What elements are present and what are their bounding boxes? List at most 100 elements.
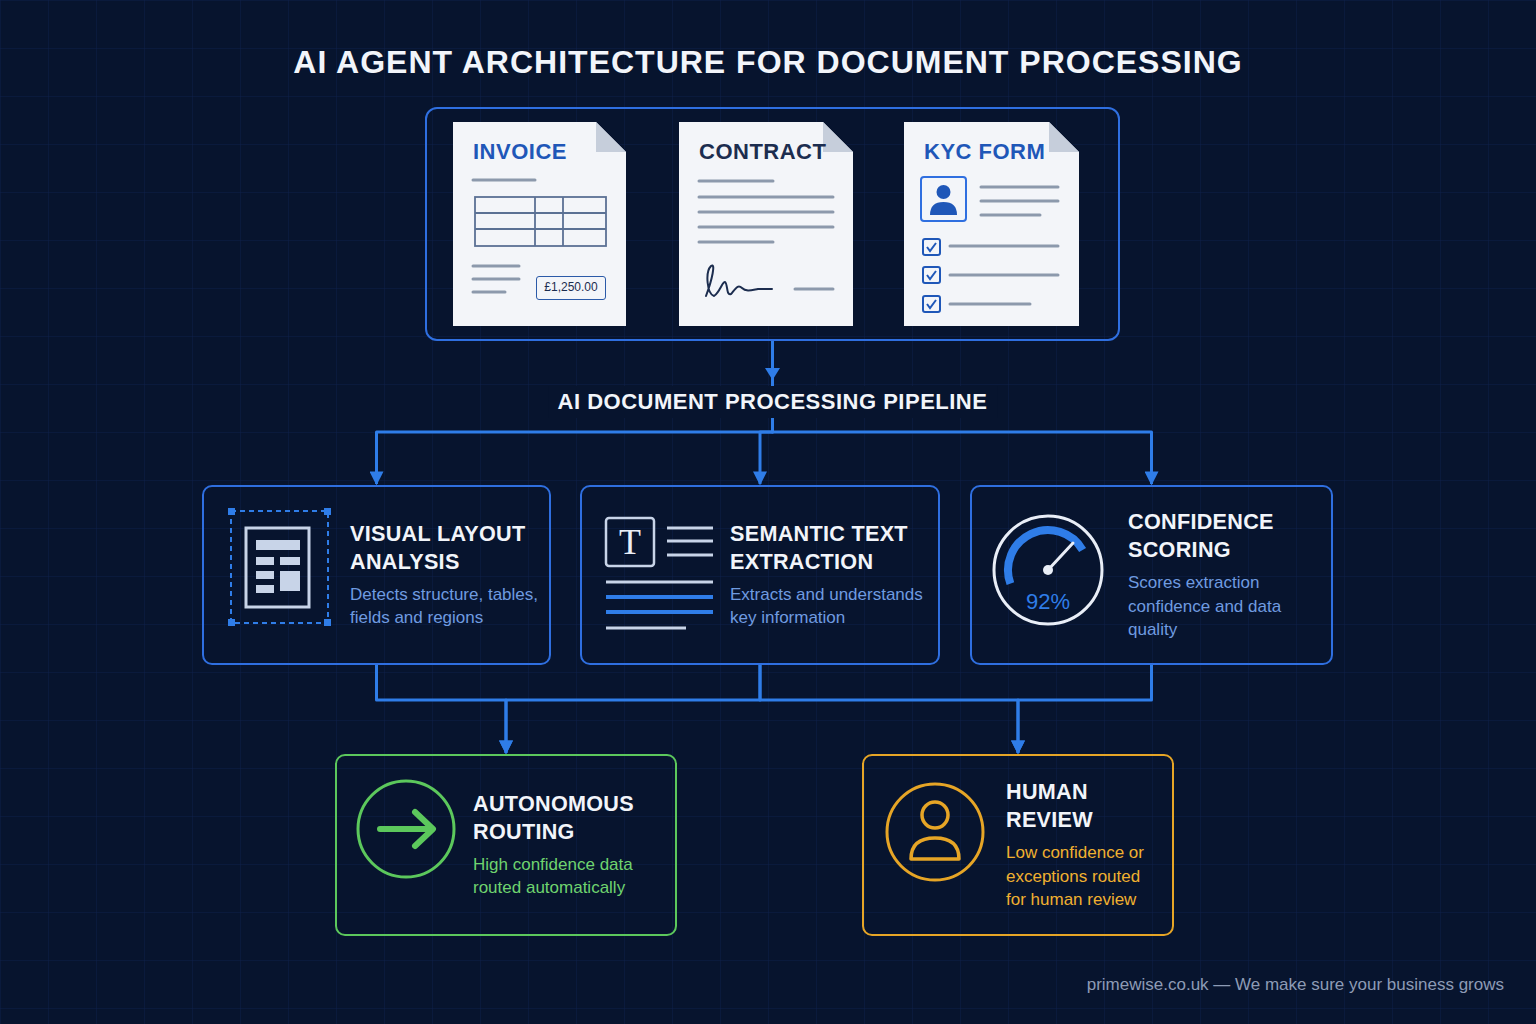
- kyc-sheet-part-part: [923, 267, 940, 283]
- box-description: High confidence data routed automaticall…: [473, 853, 665, 900]
- kyc-sheet-part-part: [981, 214, 1040, 217]
- layout-icon-part-part: [256, 585, 274, 593]
- document-title: INVOICE: [473, 139, 606, 165]
- kyc-sheet-part-part: [950, 274, 1058, 277]
- invoice-sheet-part: [596, 122, 626, 152]
- layout-icon-part: [324, 508, 331, 515]
- layout-icon: [228, 508, 331, 626]
- invoice-sheet-part-part: [473, 265, 519, 268]
- process-box: VISUAL LAYOUT ANALYSISDetects structure,…: [202, 485, 551, 665]
- invoice-sheet-part-part: [473, 278, 519, 281]
- gauge-value: 92%: [1026, 588, 1070, 616]
- flow-connector: [506, 665, 760, 753]
- text-icon-part-part: [606, 581, 713, 584]
- kyc-document: KYC FORM: [904, 122, 1079, 326]
- contract-sheet-part-part: [699, 180, 773, 183]
- box-description: Low confidence or exceptions routed for …: [1006, 841, 1162, 911]
- box-heading: CONFIDENCE SCORING: [1128, 508, 1321, 563]
- diagram-title: AI AGENT ARCHITECTURE FOR DOCUMENT PROCE…: [0, 44, 1536, 81]
- kyc-sheet-part: [937, 185, 951, 199]
- layout-icon-part-part: [256, 571, 274, 579]
- outcome-box: AUTONOMOUS ROUTING High confidence data r…: [335, 754, 677, 936]
- layout-icon-part: [231, 511, 328, 623]
- box-heading: VISUAL LAYOUT ANALYSIS: [350, 520, 539, 575]
- gauge-icon-part: [1048, 543, 1073, 570]
- outcome-box: HUMAN REVIEWLow confidence or exceptions…: [862, 754, 1174, 936]
- layout-icon-part: [228, 508, 235, 515]
- text-icon-part-part: [606, 627, 686, 630]
- layout-icon-part: [246, 528, 309, 607]
- text-icon-part-part: [667, 554, 713, 557]
- kyc-sheet-part-part: [950, 245, 1058, 248]
- kyc-sheet-part: [921, 177, 966, 221]
- document-group: INVOICE£1,250.00CONTRACTKYC FORM: [425, 107, 1120, 341]
- invoice-sheet-part-part: [562, 197, 564, 246]
- watermark: primewise.co.uk — We make sure your busi…: [1087, 974, 1504, 995]
- kyc-sheet-part: [950, 187, 1058, 304]
- kyc-sheet-part-part: [981, 186, 1058, 189]
- layout-icon-part-part: [256, 557, 274, 565]
- document-title: KYC FORM: [924, 139, 1059, 165]
- person-icon-part: [911, 838, 959, 859]
- contract-sheet-part-part: [699, 241, 773, 244]
- invoice-sheet-part-part: [475, 228, 606, 230]
- kyc-sheet-part-part: [927, 300, 936, 308]
- box-heading: AUTONOMOUS ROUTING: [473, 790, 665, 845]
- contract-sheet-part-part: [795, 288, 833, 291]
- document-title: CONTRACT: [699, 139, 833, 165]
- text-icon-part-part: [606, 610, 713, 614]
- box-description: Extracts and understands key information: [730, 583, 928, 630]
- contract-sheet-part-part: [699, 226, 833, 229]
- contract-sheet: [679, 122, 853, 326]
- layout-icon-part-part: [280, 557, 300, 565]
- text-icon-part: [606, 518, 654, 566]
- invoice-sheet-part-part: [534, 197, 536, 246]
- kyc-sheet-part-part: [927, 243, 936, 251]
- kyc-sheet-part: [923, 239, 940, 312]
- kyc-sheet-part: [1049, 122, 1079, 152]
- gauge-icon-part: [994, 516, 1102, 624]
- invoice-sheet-part: [453, 122, 626, 326]
- kyc-sheet-part-part: [923, 239, 940, 255]
- contract-document: CONTRACT: [679, 122, 853, 326]
- invoice-sheet: [453, 122, 626, 326]
- invoice-sheet-part-part: [475, 212, 606, 214]
- arrow-icon-part: [415, 812, 433, 846]
- flow-connector: [377, 665, 507, 753]
- arrow-icon-part: [358, 781, 454, 877]
- contract-sheet-part: [699, 181, 833, 289]
- contract-sheet-part: [679, 122, 853, 326]
- kyc-sheet-part-part: [950, 303, 1030, 306]
- person-icon: [887, 784, 983, 880]
- flow-connector: [760, 665, 1018, 753]
- contract-sheet-part-part: [699, 196, 833, 199]
- kyc-sheet: [904, 122, 1079, 326]
- kyc-sheet-part-part: [981, 200, 1058, 203]
- gauge-icon: [994, 516, 1102, 624]
- person-icon-part: [922, 802, 948, 828]
- invoice-sheet-part-part: [473, 291, 505, 294]
- routing-icons: [358, 781, 983, 880]
- arrow-icon: [358, 781, 454, 877]
- box-description: Scores extraction confidence and data qu…: [1128, 571, 1321, 641]
- invoice-sheet-part-part: [473, 179, 535, 182]
- invoice-sheet-part: [475, 197, 606, 246]
- layout-icon-part: [324, 619, 331, 626]
- text-glyph: T: [619, 520, 641, 565]
- box-heading: SEMANTIC TEXT EXTRACTION: [730, 520, 928, 575]
- text-icon-part-part: [667, 540, 713, 543]
- process-box: SEMANTIC TEXT EXTRACTION Extracts and und…: [580, 485, 940, 665]
- text-icon-part: [606, 597, 713, 612]
- layout-icon-part-part: [280, 571, 300, 591]
- pipeline-heading: AI DOCUMENT PROCESSING PIPELINE: [548, 386, 998, 418]
- gauge-icon-part: [1008, 530, 1083, 584]
- text-icon-part-part: [667, 527, 713, 530]
- flow-connector: [1018, 665, 1152, 753]
- gauge-icon-part: [1043, 565, 1053, 575]
- person-icon-part: [887, 784, 983, 880]
- layout-icon-part: [256, 540, 300, 593]
- kyc-sheet-part: [904, 122, 1079, 326]
